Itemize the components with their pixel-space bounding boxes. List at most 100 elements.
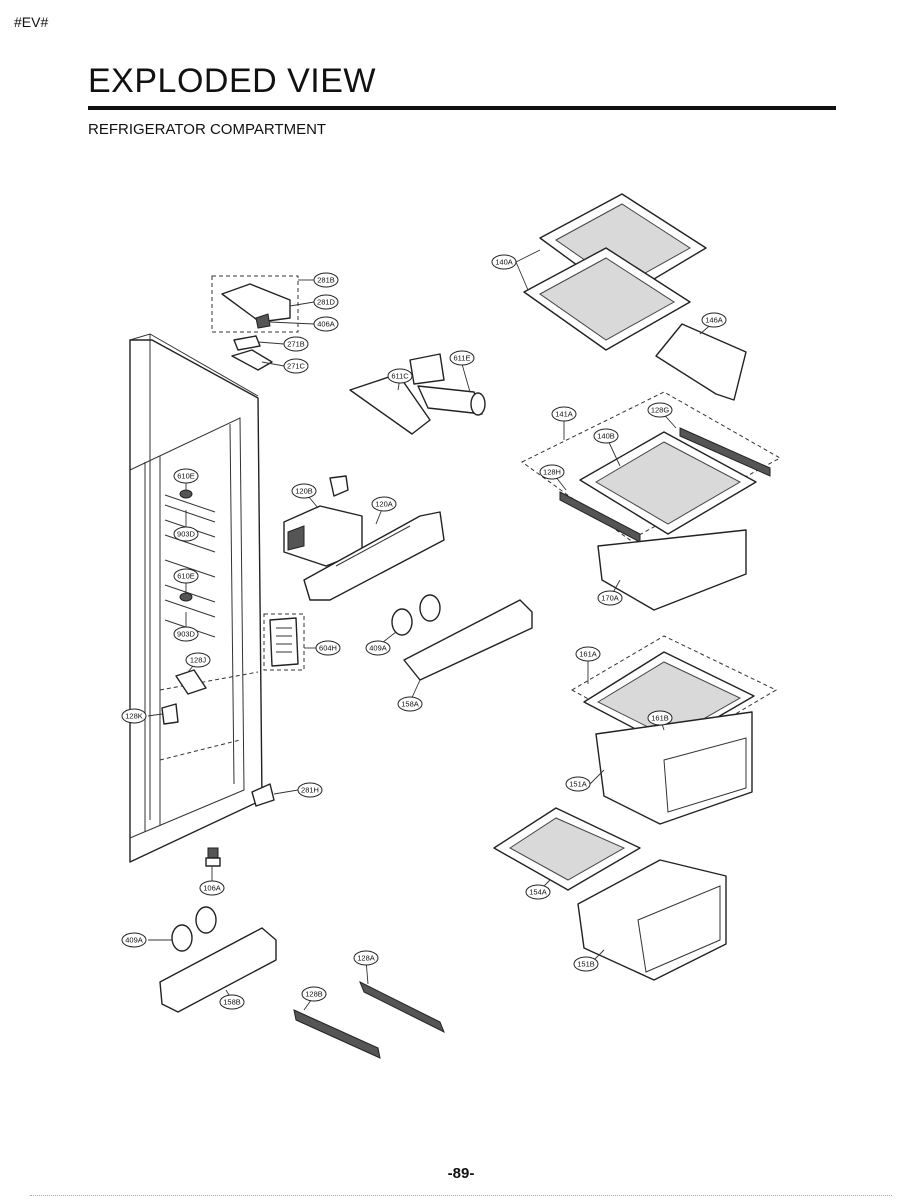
label-158A: 158A xyxy=(401,700,419,709)
callout-120A: 120A xyxy=(371,496,397,512)
label-158B: 158B xyxy=(223,998,241,1007)
callout-146A: 146A xyxy=(701,312,727,328)
label-610E-upper: 610E xyxy=(177,472,195,481)
document-tag: #EV# xyxy=(14,14,49,30)
shelf-bracket-lower xyxy=(179,592,193,602)
callout-151B: 151B xyxy=(573,956,599,972)
label-106A: 106A xyxy=(203,884,221,893)
callout-281B: 281B xyxy=(313,272,339,288)
label-154A: 154A xyxy=(529,888,547,897)
label-128J: 128J xyxy=(190,656,207,665)
callout-140A: 140A xyxy=(491,254,517,270)
callout-903D-upper: 903D xyxy=(173,526,199,542)
callout-604H: 604H xyxy=(315,640,341,656)
page-subtitle: REFRIGERATOR COMPARTMENT xyxy=(88,121,327,138)
label-151A: 151A xyxy=(569,780,587,789)
callout-106A: 106A xyxy=(199,880,225,896)
label-271C: 271C xyxy=(287,362,306,371)
callout-158A: 158A xyxy=(397,696,423,712)
label-128G: 128G xyxy=(651,406,670,415)
label-271B: 271B xyxy=(287,340,305,349)
cabinet xyxy=(129,333,263,863)
label-406A: 406A xyxy=(317,320,335,329)
label-128H: 128H xyxy=(543,468,561,477)
callout-161A: 161A xyxy=(575,646,601,662)
drawer-group-161A xyxy=(570,635,778,825)
label-146A: 146A xyxy=(705,316,723,325)
label-409A-upper: 409A xyxy=(369,644,387,653)
callout-281H: 281H xyxy=(297,782,323,798)
label-903D-upper: 903D xyxy=(177,530,196,539)
drawer-151B xyxy=(577,859,727,981)
top-shelves xyxy=(523,193,707,351)
bulbs-upper xyxy=(391,594,441,636)
label-611E: 611E xyxy=(454,354,471,363)
lamp-housing xyxy=(349,353,486,435)
callout-903D-lower: 903D xyxy=(173,626,199,642)
bracket-281H xyxy=(251,783,275,807)
label-611C: 611C xyxy=(391,372,409,381)
label-281B: 281B xyxy=(317,276,335,285)
callout-409A-lower: 409A xyxy=(121,932,147,948)
bulbs-lower xyxy=(171,906,217,952)
callout-281D: 281D xyxy=(313,294,339,310)
callout-120B: 120B xyxy=(291,483,317,499)
hinge-128K xyxy=(161,703,179,725)
label-409A-lower: 409A xyxy=(125,936,143,945)
lamp-shade-158A xyxy=(403,599,533,681)
callout-406A: 406A xyxy=(313,316,339,332)
control-box xyxy=(283,475,445,601)
callout-128G: 128G xyxy=(647,402,673,418)
callout-128B: 128B xyxy=(301,986,327,1002)
label-140A: 140A xyxy=(495,258,513,267)
lamp-cover-604H xyxy=(263,613,305,671)
label-120B: 120B xyxy=(295,487,313,496)
label-128K: 128K xyxy=(125,712,143,721)
label-604H: 604H xyxy=(319,644,337,653)
lamp-cover-158B xyxy=(159,927,277,1013)
callout-158B: 158B xyxy=(219,994,245,1010)
callout-128K: 128K xyxy=(121,708,147,724)
callout-271B: 271B xyxy=(283,336,309,352)
callout-141A: 141A xyxy=(551,406,577,422)
crisper-group xyxy=(521,391,782,611)
callout-128H: 128H xyxy=(539,464,565,480)
label-903D-lower: 903D xyxy=(177,630,196,639)
callout-128J: 128J xyxy=(185,652,211,668)
cover-146A xyxy=(655,323,747,401)
label-141A: 141A xyxy=(555,410,573,419)
footer-rule xyxy=(30,1195,892,1196)
callout-140B: 140B xyxy=(593,428,619,444)
label-151B: 151B xyxy=(577,960,595,969)
label-128A: 128A xyxy=(357,954,375,963)
callout-409A-upper: 409A xyxy=(365,640,391,656)
shelf-bracket-upper xyxy=(179,489,193,499)
callout-610E-lower: 610E xyxy=(173,568,199,584)
rail-128B xyxy=(293,1009,381,1059)
callout-611E: 611E xyxy=(449,350,475,366)
title-rule xyxy=(88,106,836,110)
callout-151A: 151A xyxy=(565,776,591,792)
callout-154A: 154A xyxy=(525,884,551,900)
label-120A: 120A xyxy=(375,500,393,509)
label-170A: 170A xyxy=(601,594,619,603)
label-140B: 140B xyxy=(597,432,615,441)
callout-170A: 170A xyxy=(597,590,623,606)
callout-610E-upper: 610E xyxy=(173,468,199,484)
label-610E-lower: 610E xyxy=(177,572,195,581)
callout-271C: 271C xyxy=(283,358,309,374)
label-161A: 161A xyxy=(579,650,597,659)
callout-161B: 161B xyxy=(647,710,673,726)
callout-128A: 128A xyxy=(353,950,379,966)
shelf-rails xyxy=(164,494,216,638)
page-title: EXPLODED VIEW xyxy=(88,62,377,100)
callout-611C: 611C xyxy=(387,368,413,384)
label-161B: 161B xyxy=(651,714,669,723)
rail-128A xyxy=(359,980,445,1034)
screw-106A xyxy=(205,847,221,867)
label-128B: 128B xyxy=(305,990,323,999)
label-281H: 281H xyxy=(301,786,319,795)
page-number: -89- xyxy=(447,1165,475,1182)
top-bracket-group xyxy=(211,275,299,371)
